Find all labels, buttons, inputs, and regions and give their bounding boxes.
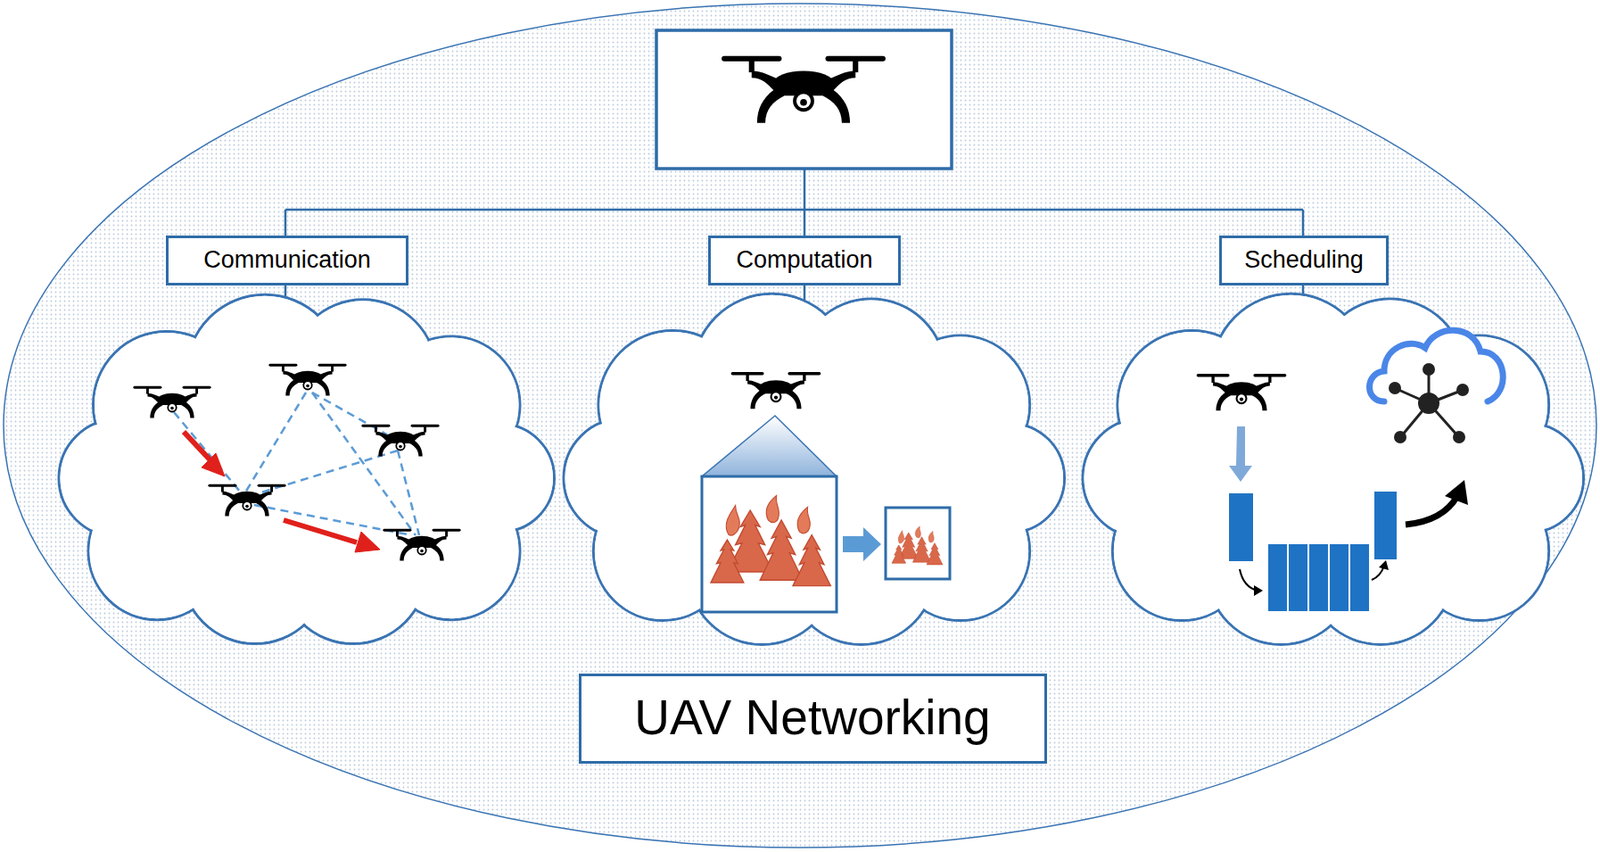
- communication-mesh: [132, 363, 461, 561]
- box-label: Computation: [735, 246, 873, 274]
- network-ellipse: [3, 3, 1597, 848]
- category-box: Scheduling: [1219, 235, 1389, 286]
- cloud-shape: [58, 294, 555, 644]
- drone-box: [656, 30, 952, 169]
- category-box: Communication: [165, 235, 409, 286]
- title-box: UAV Networking: [578, 673, 1048, 764]
- cloud-shape: [1082, 293, 1584, 644]
- tree-lines: [285, 168, 1304, 313]
- category-box: Computation: [708, 235, 901, 286]
- scheduling-illustration: [1196, 329, 1504, 612]
- box-label: UAV Networking: [634, 689, 990, 746]
- box-label: Communication: [203, 246, 372, 274]
- cloud-shape: [563, 293, 1065, 644]
- computation-illustration: [701, 371, 950, 612]
- drone-icon: [721, 56, 886, 124]
- clouds: [58, 293, 1584, 644]
- box-label: Scheduling: [1244, 246, 1364, 274]
